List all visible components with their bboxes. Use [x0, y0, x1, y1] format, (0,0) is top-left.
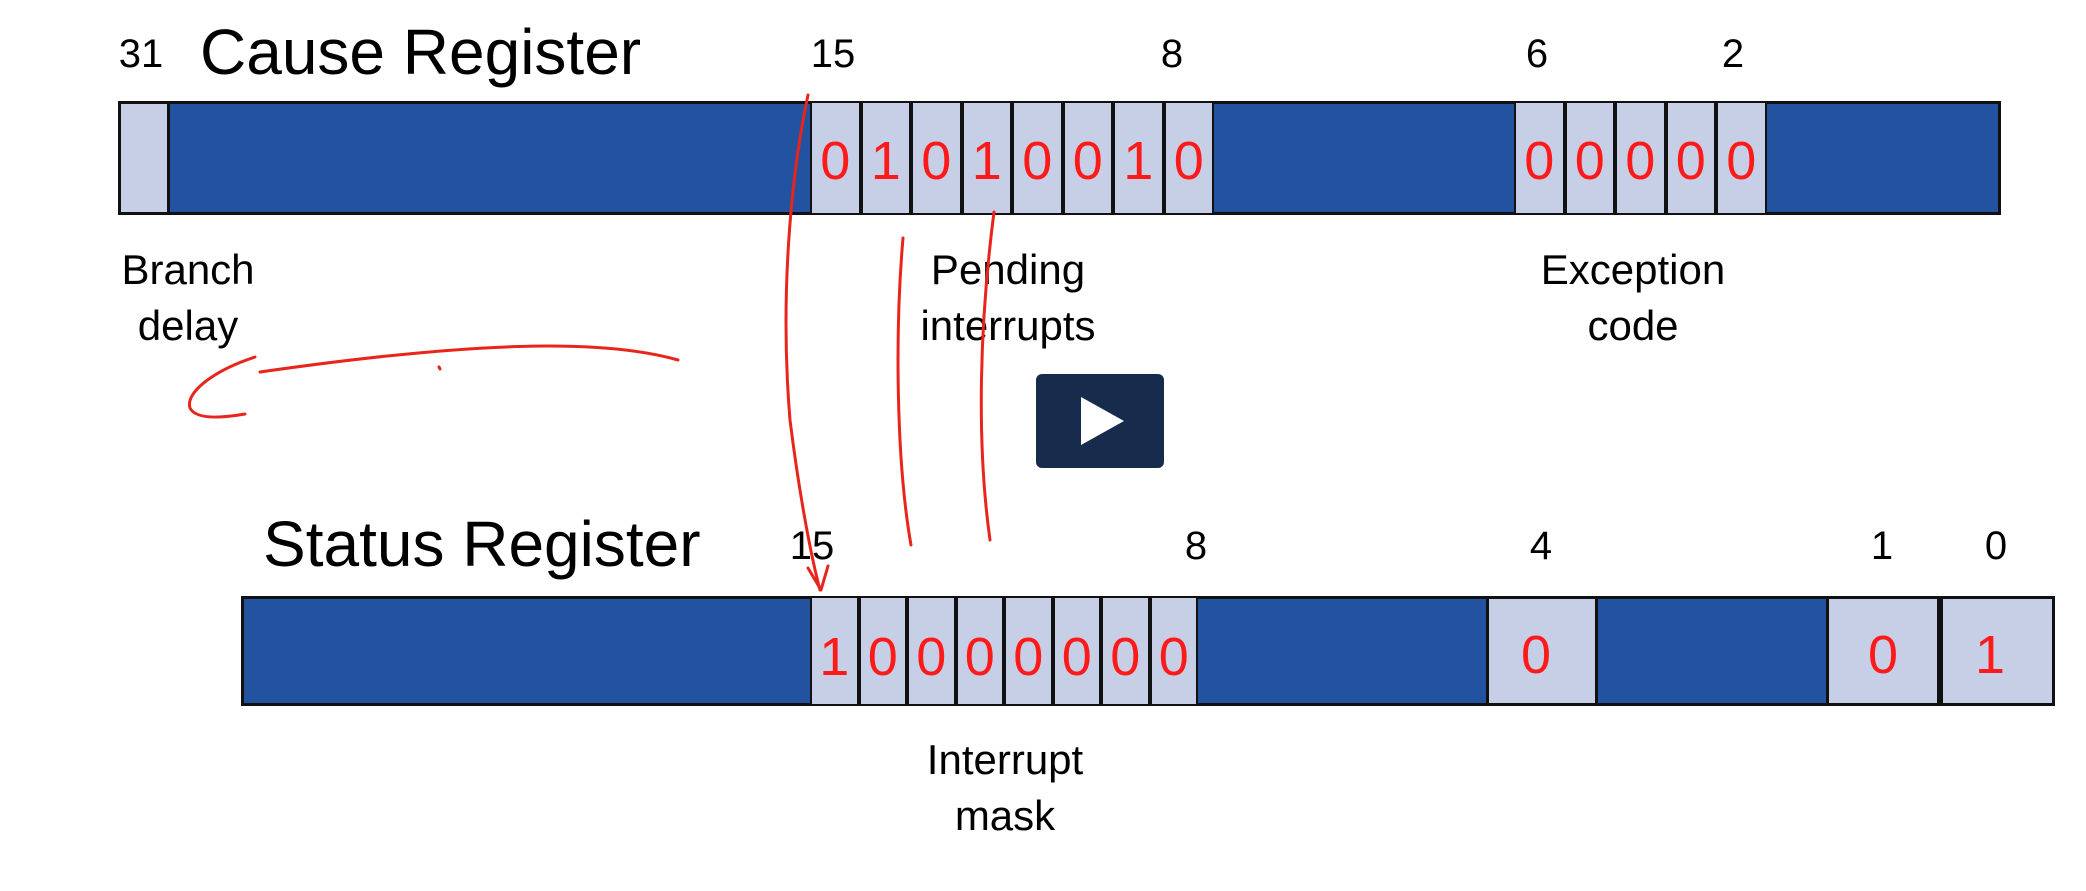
- cause-exception-bit-value: 0: [1574, 131, 1605, 191]
- status-bit1-value: 0: [1867, 625, 1899, 685]
- cause-bit-number-2: 2: [1721, 32, 1745, 76]
- cause-pending-bit-value: 1: [971, 131, 1002, 191]
- status-mask-bit-cell: [1101, 596, 1150, 706]
- ink-arrowhead-bit15: [806, 564, 830, 592]
- status-mask-bit-cell: [907, 596, 956, 706]
- ink-dot: [437, 365, 442, 371]
- cause-pending-bit-value: 1: [1123, 131, 1154, 191]
- cause-pending-bit-value: 0: [1022, 131, 1053, 191]
- status-register-title: Status Register: [263, 508, 701, 580]
- status-bit-number-4: 4: [1529, 524, 1553, 568]
- pending-interrupts-label: Pending interrupts: [920, 246, 1096, 349]
- cause-exception-bit-cell: [1716, 101, 1767, 215]
- cause-bit-number-6: 6: [1525, 32, 1549, 76]
- cause-pending-bit-value: 0: [820, 131, 851, 191]
- cause-exception-bit-value: 0: [1726, 131, 1757, 191]
- cause-exception-bit-value: 0: [1625, 131, 1656, 191]
- interrupt-mask-label: Interrupt mask: [926, 736, 1084, 839]
- status-bit0-value: 1: [1974, 625, 2006, 685]
- status-mask-bit-cell: [1149, 596, 1198, 706]
- cause-pending-bit-cell: [1163, 101, 1214, 215]
- status-mask-bit-cell: [810, 596, 859, 706]
- status-bit1-cell: [1826, 596, 1940, 706]
- status-bit4-value: 0: [1520, 625, 1552, 685]
- cause-exception-bit-value: 0: [1675, 131, 1706, 191]
- cause-exception-bit-cell: [1564, 101, 1615, 215]
- cause-exception-bit-value: 0: [1524, 131, 1555, 191]
- play-icon: [1081, 397, 1124, 445]
- cause-exception-bit-cell: [1615, 101, 1666, 215]
- status-mask-bit-cell: [1052, 596, 1101, 706]
- branch-delay-label: Branch delay: [121, 246, 255, 349]
- play-button[interactable]: [1036, 374, 1164, 468]
- cause-pending-bit-value: 0: [921, 131, 952, 191]
- status-bit0-cell: [1940, 596, 2055, 706]
- cause-exception-bit-cell: [1665, 101, 1716, 215]
- cause-pending-bit-value: 0: [1173, 131, 1204, 191]
- status-mask-bit-value: 0: [916, 627, 947, 687]
- status-bit-number-8: 8: [1184, 524, 1208, 568]
- cause-pending-bit-cell: [1062, 101, 1113, 215]
- ink-curve-left: [258, 344, 680, 374]
- exception-code-label: Exception code: [1540, 246, 1726, 349]
- status-mask-bit-value: 0: [1158, 627, 1189, 687]
- ink-hook-left: [188, 355, 257, 419]
- cause-pending-bit-cell: [860, 101, 911, 215]
- status-mask-bit-value: 0: [1110, 627, 1141, 687]
- status-bit4-cell: [1486, 596, 1598, 706]
- cause-branch-delay-cell: [118, 101, 170, 215]
- status-mask-bit-value: 0: [1013, 627, 1044, 687]
- cause-pending-bit-cell: [911, 101, 962, 215]
- status-bit-number-0: 0: [1984, 524, 2008, 568]
- status-mask-bit-cell: [955, 596, 1004, 706]
- cause-bit-number-31: 31: [118, 32, 164, 76]
- cause-exception-bit-cell: [1514, 101, 1565, 215]
- ink-line-pending-a: [896, 236, 913, 547]
- cause-bit-number-8: 8: [1160, 32, 1184, 76]
- cause-pending-bit-cell: [1012, 101, 1063, 215]
- status-mask-bit-value: 0: [867, 627, 898, 687]
- cause-pending-bit-value: 1: [870, 131, 901, 191]
- status-mask-bit-value: 0: [1061, 627, 1092, 687]
- cause-bit-number-15: 15: [810, 32, 856, 76]
- status-bit-number-15: 15: [789, 524, 835, 568]
- status-mask-bit-value: 1: [819, 627, 850, 687]
- cause-pending-bit-cell: [1113, 101, 1164, 215]
- status-mask-bit-value: 0: [964, 627, 995, 687]
- status-mask-bit-cell: [1004, 596, 1053, 706]
- status-bit-number-1: 1: [1870, 524, 1894, 568]
- cause-register-title: Cause Register: [200, 16, 642, 88]
- status-mask-bit-cell: [858, 596, 907, 706]
- cause-pending-bit-value: 0: [1072, 131, 1103, 191]
